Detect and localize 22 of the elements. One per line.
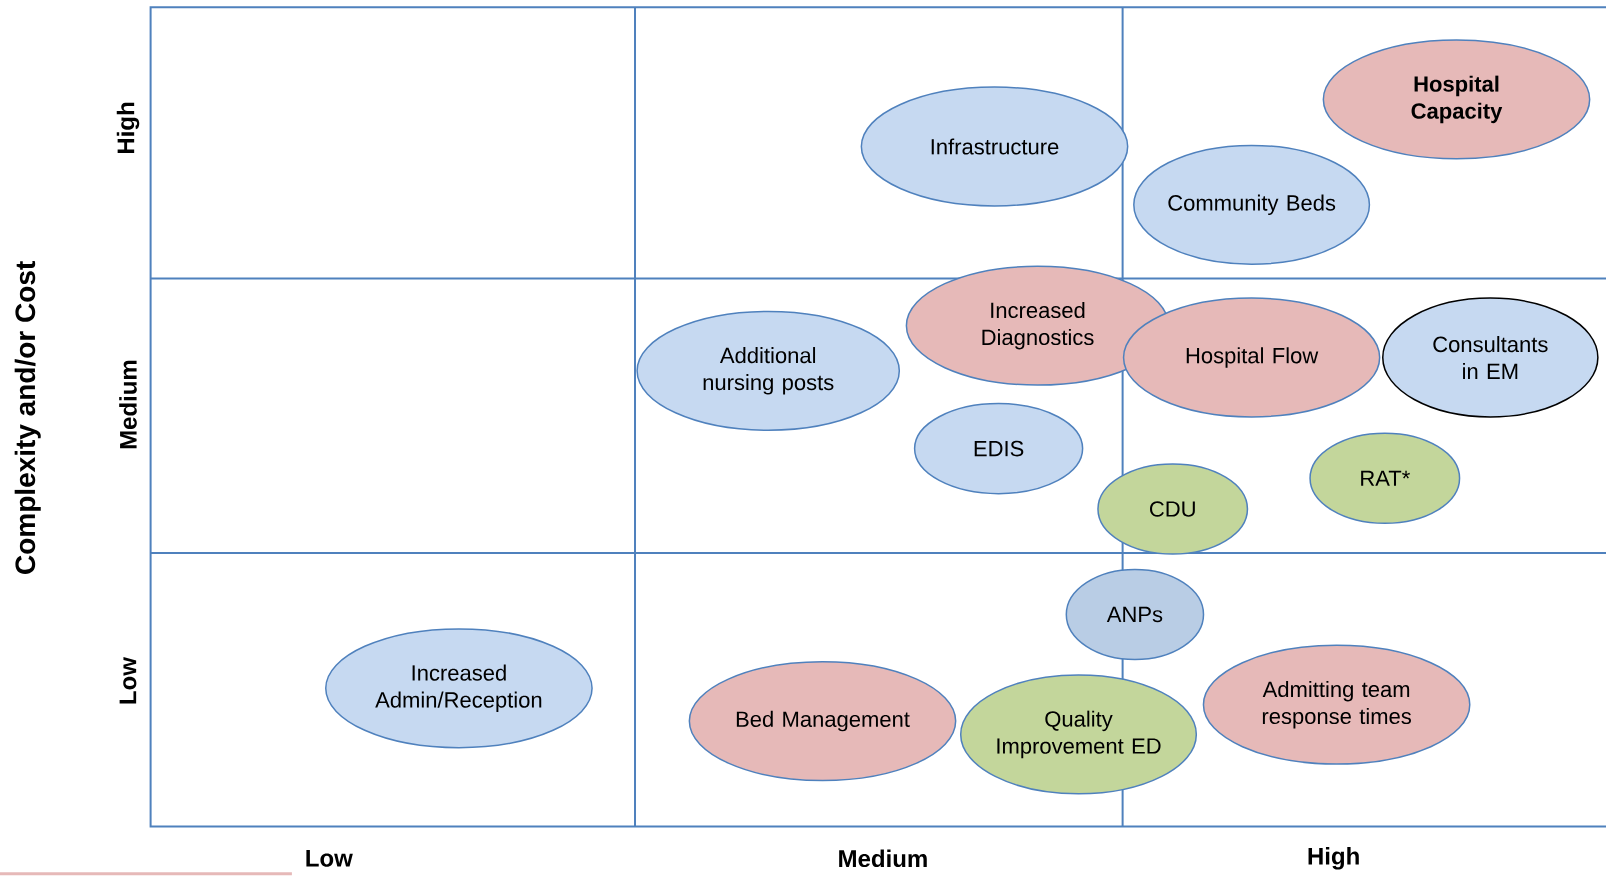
ellipse-node: Community Beds bbox=[1133, 144, 1371, 265]
axis-label: Low bbox=[306, 849, 353, 867]
ellipse-node: CDU bbox=[1097, 463, 1249, 555]
axis-label: High bbox=[116, 102, 140, 154]
ellipse-node: Hospital Flow bbox=[1122, 297, 1381, 418]
ellipse-node: Bed Management bbox=[688, 660, 957, 782]
ellipse-node: Consultants in EM bbox=[1382, 297, 1599, 418]
axis-label: High bbox=[1308, 847, 1359, 870]
ellipse-node: RAT* bbox=[1309, 432, 1461, 525]
ellipse-node: Admitting team response times bbox=[1202, 644, 1471, 765]
ellipse-node: Increased Diagnostics bbox=[905, 265, 1170, 386]
ellipse-node: Infrastructure bbox=[860, 86, 1129, 207]
ellipse-node: Quality Improvement ED bbox=[959, 674, 1198, 795]
axis-label: Medium bbox=[839, 849, 927, 868]
ellipse-node: Increased Admin/Reception bbox=[325, 628, 593, 749]
axis-label: Low bbox=[119, 657, 137, 704]
ellipse-node: ANPs bbox=[1065, 568, 1205, 661]
axis-label: Medium bbox=[119, 360, 137, 449]
ellipse-node: Additional nursing posts bbox=[636, 310, 901, 431]
ellipse-node: Hospital Capacity bbox=[1322, 39, 1591, 160]
axis-title: Complexity and/or Cost bbox=[14, 261, 41, 574]
ellipse-node: EDIS bbox=[913, 402, 1084, 495]
